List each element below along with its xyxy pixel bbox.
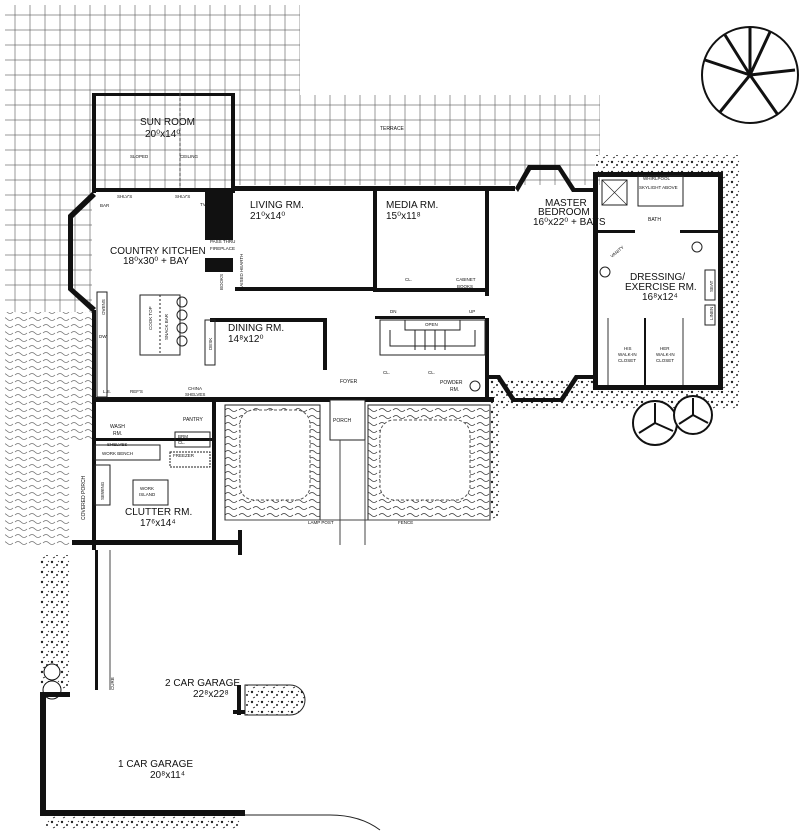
note-curb: CURB (110, 677, 115, 690)
garage1-label: 1 CAR GARAGE (118, 759, 193, 770)
note-open: OPEN (425, 322, 438, 327)
note-shelves: SHELVES (107, 442, 127, 447)
note-his-closet: CLOSET (618, 358, 636, 363)
note-broom-closet: CL. (178, 440, 185, 445)
note-ceiling: CEILING (180, 154, 199, 159)
tree-icon (701, 26, 799, 124)
note-pass-thru: PASS THRU (210, 239, 235, 244)
note-skylight: SKYLIGHT ABOVE (639, 185, 678, 190)
note-bar: BAR (100, 203, 110, 208)
note-books: BOOKS (219, 274, 224, 290)
note-dw: DW (99, 334, 107, 339)
sun-room-size: 20⁰x14⁰ (145, 129, 180, 140)
note-broom-closet: BRM (178, 434, 188, 439)
room-labels: SUN ROOM 20⁰x14⁰ SLOPED CEILING COUNTRY … (81, 117, 714, 781)
note-his-closet: WALK-IN (618, 352, 637, 357)
note-desk: DESK (208, 338, 213, 350)
note-work-island: ISLAND (139, 492, 156, 497)
note-sewing: SEWING (100, 481, 105, 500)
note-shelves: SHLV'S (117, 194, 132, 199)
garage2-label: 2 CAR GARAGE (165, 678, 240, 689)
note-her-closet: WALK-IN (656, 352, 675, 357)
note-lazy-susan: L.S. (103, 389, 111, 394)
note-china: CHINA (188, 386, 202, 391)
media-label: MEDIA RM. (386, 200, 438, 211)
living-label: LIVING RM. (250, 200, 304, 211)
powder-label-1: POWDER (440, 380, 463, 386)
note-cabinet: CABINET (456, 277, 476, 282)
note-freezer: FREEZER (173, 453, 195, 458)
note-his-closet: HIS (624, 346, 632, 351)
note-books: BOOKS (457, 284, 473, 289)
terrace: TERRACE (5, 5, 600, 312)
note-stair-down: DN (390, 309, 397, 314)
note-closet: CL. (428, 370, 435, 375)
note-her-closet: HER (660, 346, 670, 351)
pantry-label: PANTRY (183, 417, 203, 423)
clutter-label: CLUTTER RM. (125, 507, 192, 518)
note-cook-top: COOK TOP (148, 306, 153, 330)
clutter-size: 17⁶x14⁴ (140, 518, 176, 529)
note-closet: CL. (405, 277, 412, 282)
kitchen-label: COUNTRY KITCHEN (110, 246, 206, 257)
note-tv: TV (200, 202, 206, 207)
note-her-closet: CLOSET (656, 358, 674, 363)
dining-label: DINING RM. (228, 323, 284, 334)
kitchen-size: 18⁰x30⁰ + BAY (123, 256, 189, 267)
dressing-size: 16⁸x12⁴ (642, 292, 678, 303)
note-stair-up: UP (469, 309, 475, 314)
master-label-1: MASTER (545, 198, 587, 209)
living-size: 21⁰x14⁰ (250, 211, 285, 222)
sun-room-label: SUN ROOM (140, 117, 195, 128)
note-raised-hearth: RAISED HEARTH (239, 254, 244, 290)
note-vanity: VANITY (609, 245, 624, 259)
note-closet: CL. (383, 370, 390, 375)
note-china-shelves: SHELVES (185, 392, 205, 397)
note-fence: FENCE (398, 520, 413, 525)
walls (40, 93, 723, 816)
wash-label-2: RM. (113, 431, 122, 437)
note-ovens: OVENS (101, 299, 106, 315)
landscaping (5, 26, 799, 830)
garage2-size: 22⁸x22⁸ (193, 689, 229, 700)
powder-label-2: RM. (450, 387, 459, 393)
note-shelves: SHLV'S (175, 194, 190, 199)
master-size: 16⁰x22⁰ + BAYS (533, 217, 606, 228)
fixtures (94, 93, 716, 831)
note-lamp-post: LAMP POST (308, 520, 334, 525)
wash-label-1: WASH (110, 424, 125, 430)
master-label-2: BEDROOM (538, 207, 590, 218)
note-fireplace: FIREPLACE (210, 246, 235, 251)
dining-size: 14⁸x12⁰ (228, 334, 263, 345)
note-snack-bar: SNACK BAR (164, 313, 169, 340)
porch-label: PORCH (333, 418, 351, 424)
note-sloped: SLOPED (130, 154, 149, 159)
media-size: 15⁰x11⁸ (386, 211, 421, 222)
bath-label: BATH (648, 217, 661, 223)
dressing-label-2: EXERCISE RM. (625, 282, 697, 293)
garage1-size: 20⁸x11⁴ (150, 770, 185, 781)
note-work-bench: WORK BENCH (102, 451, 133, 456)
shrub-icon (632, 395, 713, 446)
note-linen: LINEN (709, 307, 714, 320)
terrace-label: TERRACE (380, 126, 405, 132)
dressing-label-1: DRESSING/ (630, 272, 685, 283)
covered-porch-label: COVERED PORCH (81, 475, 87, 520)
note-work-island: WORK (140, 486, 154, 491)
note-whirlpool: WHIRLPOOL (643, 176, 671, 181)
note-seat: SEAT (709, 280, 714, 292)
note-refrigerators: REF'S (130, 389, 143, 394)
foyer-label: FOYER (340, 379, 358, 385)
